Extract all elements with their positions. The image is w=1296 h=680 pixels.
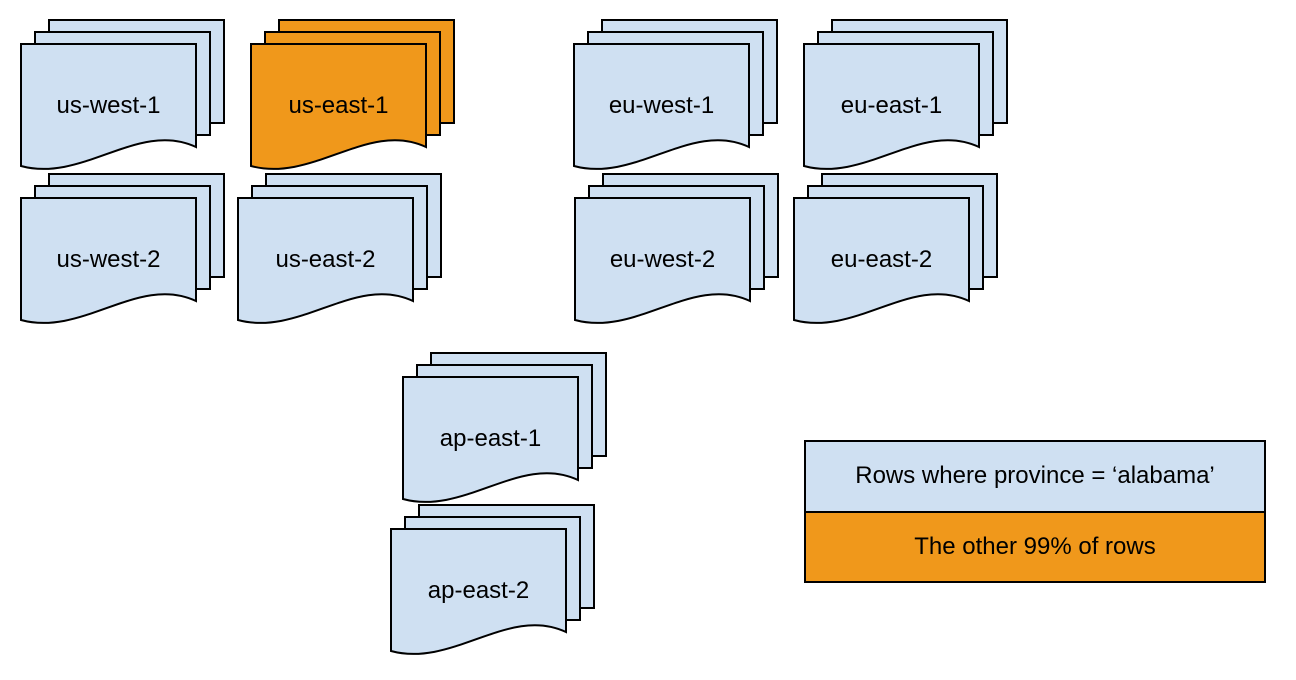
legend-item-alabama-rows: Rows where province = ‘alabama’	[806, 442, 1264, 513]
region-stack-ap-east-2: ap-east-2	[390, 504, 596, 660]
document-page-front	[793, 197, 970, 324]
legend-label: The other 99% of rows	[914, 532, 1156, 560]
region-stack-us-west-2: us-west-2	[20, 173, 226, 329]
region-label: eu-west-2	[609, 245, 716, 273]
legend-label: Rows where province = ‘alabama’	[855, 462, 1215, 490]
document-page-front	[20, 197, 197, 324]
document-page-front	[803, 43, 980, 170]
region-stack-eu-east-1: eu-east-1	[803, 19, 1009, 175]
legend-item-other-rows: The other 99% of rows	[806, 512, 1264, 581]
document-page-front	[390, 528, 567, 655]
document-page-front	[20, 43, 197, 170]
region-label: ap-east-1	[439, 424, 542, 452]
region-label: eu-east-1	[840, 91, 943, 119]
region-stack-eu-east-2: eu-east-2	[793, 173, 999, 329]
region-label: eu-east-2	[830, 245, 933, 273]
region-label: ap-east-2	[427, 576, 530, 604]
region-label: us-west-2	[56, 245, 161, 273]
region-label: us-west-1	[56, 91, 161, 119]
region-stack-eu-west-1: eu-west-1	[573, 19, 779, 175]
region-label: us-east-2	[275, 245, 376, 273]
document-page-front	[250, 43, 427, 170]
legend: Rows where province = ‘alabama’ The othe…	[804, 440, 1266, 583]
region-stack-us-east-1: us-east-1	[250, 19, 456, 175]
region-stack-us-west-1: us-west-1	[20, 19, 226, 175]
region-label: us-east-1	[288, 91, 389, 119]
region-stack-eu-west-2: eu-west-2	[574, 173, 780, 329]
region-stack-us-east-2: us-east-2	[237, 173, 443, 329]
document-page-front	[573, 43, 750, 170]
document-page-front	[402, 376, 579, 503]
document-page-front	[574, 197, 751, 324]
region-stack-ap-east-1: ap-east-1	[402, 352, 608, 508]
document-page-front	[237, 197, 414, 324]
region-label: eu-west-1	[608, 91, 715, 119]
